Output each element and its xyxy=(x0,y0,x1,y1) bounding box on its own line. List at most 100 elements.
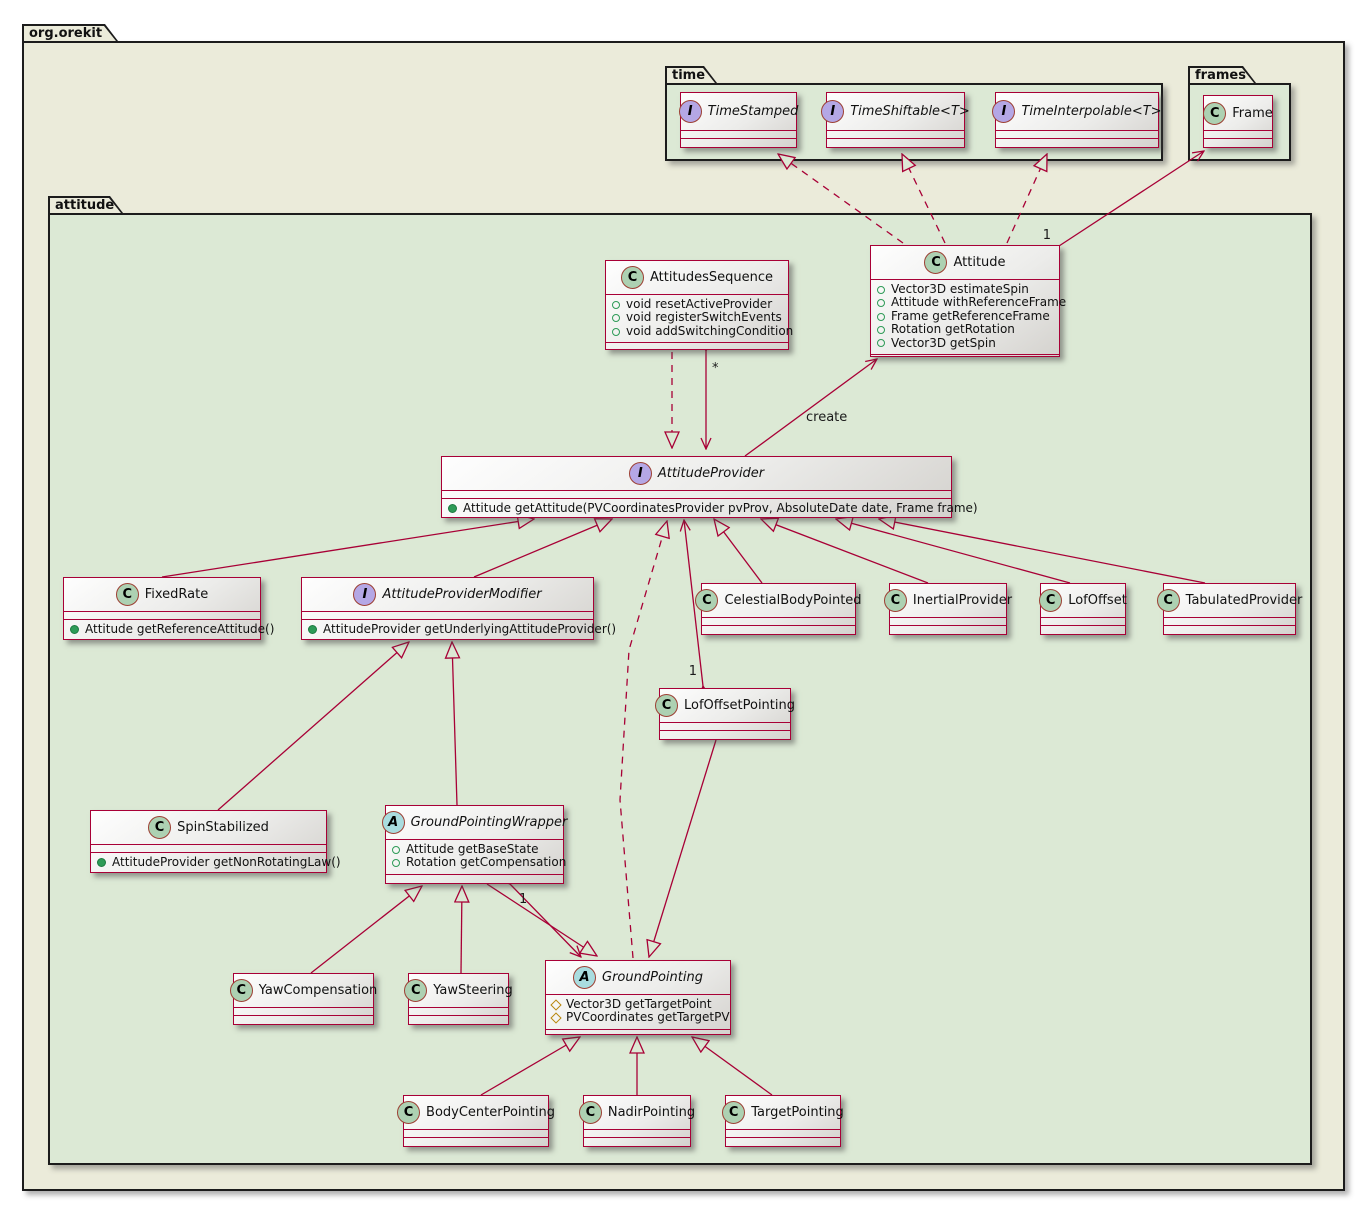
class-name: AttitudeProvider xyxy=(657,466,765,481)
interface-badge-icon: I xyxy=(353,583,377,606)
members-compartment: Attitude getAttitude(PVCoordinatesProvid… xyxy=(442,498,978,519)
class-title: C FixedRate xyxy=(64,578,260,612)
class-name: LofOffset xyxy=(1068,593,1127,608)
empty-compartment xyxy=(584,1137,690,1144)
member-text: AttitudeProvider getNonRotatingLaw() xyxy=(112,855,341,869)
member-row: void resetActiveProvider xyxy=(612,297,782,311)
empty-compartment xyxy=(409,1008,508,1015)
member-text: void addSwitchingCondition xyxy=(626,323,794,338)
class-name: GroundPointingWrapper xyxy=(410,815,568,830)
class-name: InertialProvider xyxy=(912,593,1013,608)
empty-compartment xyxy=(64,612,260,619)
class-badge-icon: C xyxy=(655,694,679,717)
member-row: Attitude getBaseState xyxy=(392,842,557,856)
member-text: AttitudeProvider getUnderlyingAttitudePr… xyxy=(323,622,617,636)
empty-compartment xyxy=(660,730,790,737)
class-name: TimeInterpolable<T> xyxy=(1021,104,1162,119)
class-badge-icon: C xyxy=(924,251,948,274)
empty-compartment xyxy=(404,1130,548,1137)
class-name: SpinStabilized xyxy=(177,820,269,835)
public-method-icon xyxy=(877,325,885,334)
member-text: void resetActiveProvider xyxy=(626,297,773,311)
class-badge-icon: C xyxy=(404,979,428,1002)
member-text: void registerSwitchEvents xyxy=(626,310,782,325)
empty-compartment xyxy=(1164,625,1295,632)
member-row: Rotation getRotation xyxy=(877,322,1053,337)
member-text: Rotation getCompensation xyxy=(406,855,567,870)
empty-compartment xyxy=(1164,618,1295,625)
class-badge-icon: C xyxy=(397,1101,421,1124)
empty-compartment xyxy=(726,1130,840,1137)
member-row: Vector3D getTargetPoint xyxy=(550,997,724,1011)
class-name: BodyCenterPointing xyxy=(426,1105,555,1120)
empty-compartment xyxy=(702,618,855,625)
member-row: AttitudeProvider getUnderlyingAttitudePr… xyxy=(308,622,616,636)
class-badge-icon: C xyxy=(621,266,645,289)
empty-compartment xyxy=(827,131,964,138)
protected-diamond-icon xyxy=(550,999,562,1011)
class-badge-icon: C xyxy=(1203,101,1227,125)
member-row: Attitude getReferenceAttitude() xyxy=(70,622,274,636)
members-compartment: AttitudeProvider getUnderlyingAttitudePr… xyxy=(302,619,616,640)
package-label-org-orekit: org.orekit xyxy=(24,26,116,41)
package-label-attitude: attitude xyxy=(50,198,121,213)
class-name: TargetPointing xyxy=(751,1105,844,1120)
package-tab-frames: frames xyxy=(1188,66,1256,83)
empty-compartment xyxy=(302,612,593,619)
class-badge-icon: C xyxy=(695,589,719,612)
member-row: AttitudeProvider getNonRotatingLaw() xyxy=(97,855,341,869)
class-badge-icon: C xyxy=(148,816,172,839)
public-method-icon xyxy=(877,285,885,294)
empty-compartment xyxy=(890,618,1006,625)
empty-compartment xyxy=(681,138,796,145)
member-row: PVCoordinates getTargetPV xyxy=(550,1010,730,1024)
member-text: Vector3D getSpin xyxy=(891,335,996,350)
member-row: Vector3D estimateSpin xyxy=(877,282,1053,296)
package-tab-org-orekit: org.orekit xyxy=(22,24,118,41)
members-compartment: Attitude getReferenceAttitude() xyxy=(64,619,274,640)
package-label-frames: frames xyxy=(1190,68,1254,83)
member-text: Rotation getRotation xyxy=(891,322,1015,337)
empty-compartment xyxy=(871,354,1059,361)
member-row: Vector3D getSpin xyxy=(877,335,1053,350)
member-row: Frame getReferenceFrame xyxy=(877,309,1053,323)
class-name: TimeStamped xyxy=(707,104,799,119)
class-name: FixedRate xyxy=(144,587,209,602)
member-text: Attitude withReferenceFrame xyxy=(891,295,1067,310)
uml-class-bodycenterpointing: C BodyCenterPointing xyxy=(397,1095,555,1147)
empty-compartment xyxy=(409,1015,508,1022)
empty-compartment xyxy=(660,723,790,730)
class-badge-icon: C xyxy=(115,583,139,606)
empty-compartment xyxy=(702,625,855,632)
member-row: void addSwitchingCondition xyxy=(612,324,793,338)
empty-compartment xyxy=(827,138,964,145)
